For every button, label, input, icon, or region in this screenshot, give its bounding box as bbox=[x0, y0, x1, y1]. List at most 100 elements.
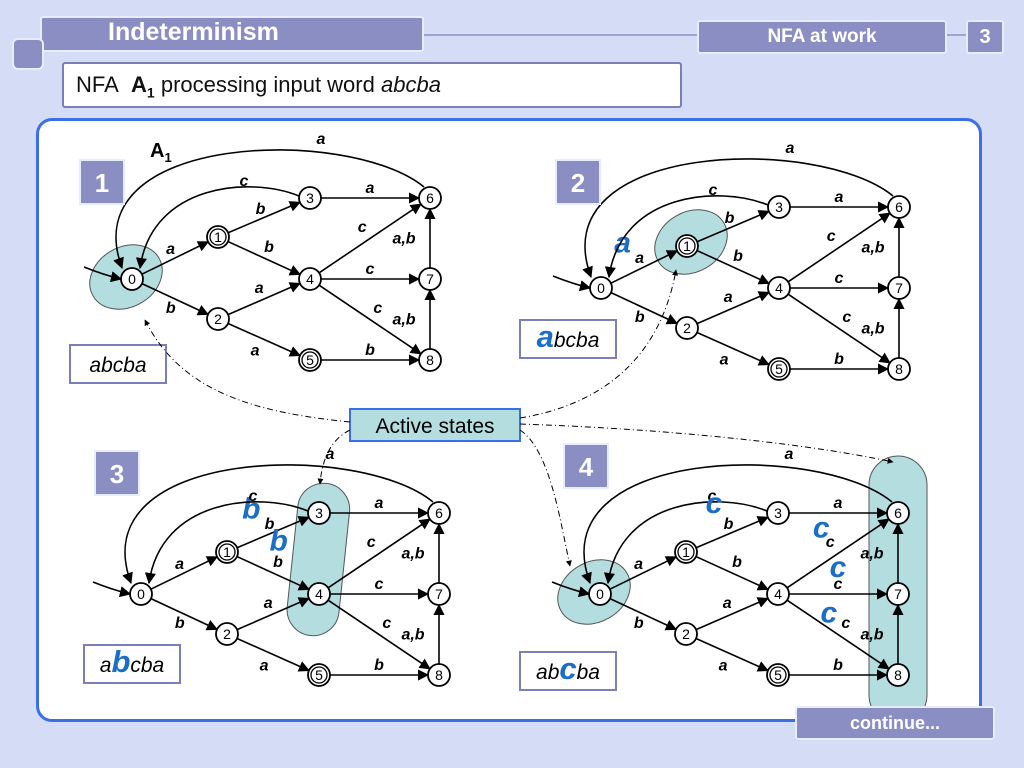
transition-label: a bbox=[375, 495, 384, 512]
state-label: 6 bbox=[895, 199, 903, 215]
transition-label: a bbox=[834, 495, 843, 512]
state-8: 8 bbox=[427, 663, 451, 687]
transition-arrow bbox=[150, 597, 219, 631]
state-label: 8 bbox=[895, 361, 903, 377]
state-5: 5 bbox=[307, 663, 331, 687]
state-label: 4 bbox=[315, 586, 323, 602]
transition-label: a bbox=[317, 131, 326, 148]
state-label: 1 bbox=[223, 544, 231, 560]
state-label: 8 bbox=[894, 667, 902, 683]
transition-label: a,b bbox=[861, 321, 884, 338]
transition-arrow bbox=[581, 464, 893, 585]
transition-label: c bbox=[827, 228, 836, 245]
transition-label: b bbox=[265, 516, 275, 533]
state-label: 6 bbox=[894, 505, 902, 521]
state-label: 6 bbox=[435, 505, 443, 521]
transition-label: c bbox=[373, 300, 382, 317]
state-label: 0 bbox=[128, 271, 136, 287]
transition-arrow bbox=[141, 282, 210, 316]
subtitle-automaton: A1 bbox=[131, 72, 155, 101]
transition-arrow bbox=[787, 293, 891, 364]
transition-label: a,b bbox=[401, 546, 424, 563]
step-badge bbox=[79, 159, 125, 205]
transition-arrow bbox=[610, 250, 679, 284]
highlighted-input-symbol: c bbox=[820, 597, 837, 630]
state-8: 8 bbox=[887, 357, 911, 381]
state-7: 7 bbox=[886, 582, 910, 606]
transition-label: c bbox=[358, 219, 367, 236]
transition-arrow bbox=[227, 322, 301, 357]
subtitle-box: NFA A1 processing input word abcba bbox=[62, 62, 682, 108]
step-number: 4 bbox=[579, 452, 594, 482]
transition-label: b bbox=[834, 351, 844, 368]
subtitle-prefix: NFA bbox=[76, 72, 119, 97]
transition-label: b bbox=[256, 201, 266, 218]
highlighted-input-symbol: c bbox=[813, 512, 830, 545]
transition-label: a bbox=[251, 342, 260, 359]
state-label: 5 bbox=[315, 667, 323, 683]
state-label: 3 bbox=[306, 190, 314, 206]
state-label: 5 bbox=[306, 352, 314, 368]
state-label: 8 bbox=[435, 667, 443, 683]
transition-arrow bbox=[236, 597, 310, 631]
state-3: 3 bbox=[767, 195, 791, 219]
transition-arrow bbox=[609, 556, 678, 590]
input-word-box bbox=[519, 319, 617, 359]
transition-label: b bbox=[166, 300, 176, 317]
input-word: abcba bbox=[536, 651, 600, 686]
state-4: 4 bbox=[766, 582, 790, 606]
state-0: 0 bbox=[588, 582, 612, 606]
step-number: 2 bbox=[571, 168, 585, 198]
state-label: 7 bbox=[435, 586, 443, 602]
active-states-pointer bbox=[144, 319, 351, 423]
transition-arrow bbox=[227, 282, 301, 316]
transition-arrow bbox=[695, 555, 770, 591]
state-label: 2 bbox=[682, 626, 690, 642]
transition-label: a,b bbox=[392, 312, 415, 329]
transition-label: a,b bbox=[860, 546, 883, 563]
active-states-pointer bbox=[317, 429, 351, 485]
initial-state-arrow bbox=[83, 266, 123, 283]
state-label: 0 bbox=[137, 586, 145, 602]
transition-label: a bbox=[260, 657, 269, 674]
initial-state-arrow bbox=[552, 275, 592, 292]
transition-label: c bbox=[240, 173, 249, 190]
state-4: 4 bbox=[767, 276, 791, 300]
state-4: 4 bbox=[298, 267, 322, 291]
transition-arrow bbox=[696, 291, 770, 325]
state-5: 5 bbox=[766, 663, 790, 687]
continue-button[interactable]: continue... bbox=[795, 706, 995, 740]
state-0: 0 bbox=[589, 276, 613, 300]
input-word-box bbox=[69, 344, 167, 384]
highlighted-input-symbol: c bbox=[830, 551, 847, 584]
state-label: 0 bbox=[596, 586, 604, 602]
state-6: 6 bbox=[427, 501, 451, 525]
state-label: 1 bbox=[682, 544, 690, 560]
transition-label: b bbox=[733, 248, 743, 265]
state-label: 1 bbox=[214, 229, 222, 245]
page-number: 3 bbox=[966, 20, 1004, 54]
state-4: 4 bbox=[307, 582, 331, 606]
transition-arrow bbox=[227, 240, 302, 276]
transition-arrow bbox=[610, 291, 679, 325]
transition-label: c bbox=[367, 534, 376, 551]
transition-label: c bbox=[366, 261, 375, 278]
input-word: abcba bbox=[89, 354, 146, 377]
transition-label: a bbox=[166, 241, 175, 258]
transition-arrow bbox=[696, 210, 770, 243]
page-title: Indeterminism bbox=[108, 18, 279, 46]
active-states-callout bbox=[349, 408, 521, 442]
state-label: 5 bbox=[775, 361, 783, 377]
transition-label: c bbox=[834, 576, 843, 593]
state-8: 8 bbox=[418, 348, 442, 372]
state-label: 7 bbox=[895, 280, 903, 296]
transition-label: b bbox=[175, 615, 185, 632]
state-2: 2 bbox=[206, 307, 230, 331]
state-1: 1 bbox=[206, 225, 230, 249]
transition-arrow bbox=[227, 201, 301, 234]
transition-arrow bbox=[122, 464, 434, 585]
transition-label: a bbox=[786, 140, 795, 157]
